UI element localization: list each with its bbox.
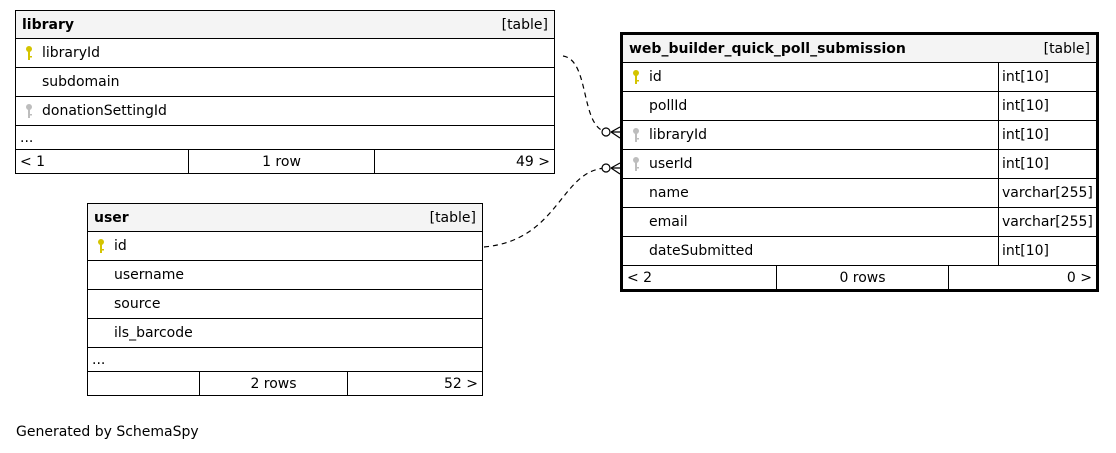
- column-type: varchar[255]: [998, 208, 1096, 236]
- generator-credit: Generated by SchemaSpy: [16, 424, 199, 440]
- more-columns-indicator: ...: [88, 348, 482, 372]
- library-table-header[interactable]: library [table]: [16, 11, 554, 39]
- row-count: 1 row: [188, 150, 374, 173]
- column-row-ils-barcode[interactable]: ils_barcode: [88, 319, 482, 348]
- user-link-crowfoot: [610, 162, 621, 175]
- children-count: 52 >: [347, 372, 482, 395]
- column-row-libraryid[interactable]: libraryId int[10]: [623, 121, 1096, 150]
- key-icon: [88, 238, 114, 254]
- user-link-optional-marker: [601, 163, 611, 173]
- poll-table-footer: < 2 0 rows 0 >: [623, 266, 1096, 289]
- column-name: id: [114, 238, 127, 254]
- column-type: int[10]: [998, 121, 1096, 149]
- column-name: username: [114, 267, 184, 283]
- more-columns-indicator: ...: [16, 126, 554, 150]
- parents-count: < 1: [20, 153, 46, 170]
- column-name: userId: [649, 156, 693, 172]
- parents-count: [88, 372, 199, 395]
- column-name: ils_barcode: [114, 325, 193, 341]
- column-row-subdomain[interactable]: subdomain: [16, 68, 554, 97]
- column-row-username[interactable]: username: [88, 261, 482, 290]
- library-link-optional-marker: [601, 127, 611, 137]
- row-count: 0 rows: [776, 266, 948, 289]
- table-kind: [table]: [1043, 40, 1090, 57]
- library-table-footer: < 1 1 row 49 >: [16, 150, 554, 173]
- column-row-donationsettingid[interactable]: donationSettingId: [16, 97, 554, 126]
- parents-count: < 2: [627, 269, 653, 286]
- row-count: 2 rows: [199, 372, 347, 395]
- column-name: name: [649, 185, 689, 201]
- table-kind: [table]: [429, 209, 476, 226]
- library-link-crowfoot: [610, 126, 621, 139]
- table-name: web_builder_quick_poll_submission: [629, 40, 906, 57]
- column-row-pollid[interactable]: pollId int[10]: [623, 92, 1096, 121]
- column-name: email: [649, 214, 688, 230]
- user-table-header[interactable]: user [table]: [88, 204, 482, 232]
- key-icon: [623, 156, 649, 172]
- children-count: 0 >: [948, 266, 1096, 289]
- column-name: subdomain: [42, 74, 120, 90]
- children-count: 49 >: [374, 150, 554, 173]
- column-row-id[interactable]: id: [88, 232, 482, 261]
- column-type: int[10]: [998, 63, 1096, 91]
- column-name: libraryId: [42, 45, 101, 61]
- column-row-email[interactable]: email varchar[255]: [623, 208, 1096, 237]
- column-row-datesubmitted[interactable]: dateSubmitted int[10]: [623, 237, 1096, 266]
- table-kind: [table]: [501, 16, 548, 33]
- column-row-source[interactable]: source: [88, 290, 482, 319]
- column-row-libraryid[interactable]: libraryId: [16, 39, 554, 68]
- table-name: user: [94, 209, 129, 226]
- column-name: libraryId: [649, 127, 708, 143]
- user-table[interactable]: user [table] id username source ils_barc…: [87, 203, 483, 396]
- user-table-footer: 2 rows 52 >: [88, 372, 482, 395]
- column-name: source: [114, 296, 161, 312]
- key-icon: [623, 69, 649, 85]
- column-name: dateSubmitted: [649, 243, 754, 259]
- column-name: donationSettingId: [42, 103, 167, 119]
- key-icon: [16, 103, 42, 119]
- column-type: int[10]: [998, 92, 1096, 120]
- column-type: int[10]: [998, 237, 1096, 265]
- web-builder-quick-poll-submission-table[interactable]: web_builder_quick_poll_submission [table…: [620, 32, 1099, 292]
- column-name: id: [649, 69, 662, 85]
- column-row-name[interactable]: name varchar[255]: [623, 179, 1096, 208]
- user-to-poll-link: [483, 167, 607, 248]
- column-row-userid[interactable]: userId int[10]: [623, 150, 1096, 179]
- library-to-poll-link: [562, 55, 607, 133]
- column-row-id[interactable]: id int[10]: [623, 63, 1096, 92]
- key-icon: [623, 127, 649, 143]
- column-name: pollId: [649, 98, 688, 114]
- table-name: library: [22, 16, 75, 33]
- poll-table-header[interactable]: web_builder_quick_poll_submission [table…: [623, 35, 1096, 63]
- key-icon: [16, 45, 42, 61]
- column-type: int[10]: [998, 150, 1096, 178]
- library-table[interactable]: library [table] libraryId subdomain dona…: [15, 10, 555, 174]
- column-type: varchar[255]: [998, 179, 1096, 207]
